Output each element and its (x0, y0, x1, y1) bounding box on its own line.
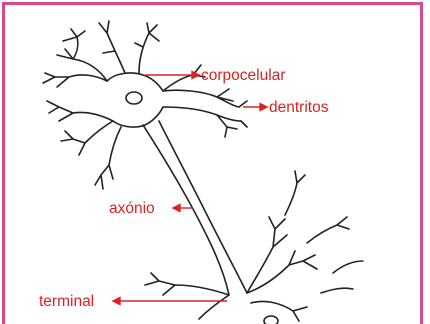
arrow-terminal-head (113, 298, 120, 305)
diagram-frame: corpocelular dentritos axónio terminal (2, 2, 423, 324)
label-axonio: axónio (109, 200, 155, 217)
neuron-diagram: corpocelular dentritos axónio terminal (5, 5, 423, 324)
label-dendritos: dentritos (269, 99, 329, 116)
label-corpo-celular: corpocelular (201, 67, 285, 84)
axon (143, 121, 247, 295)
dendrite-left (47, 101, 113, 155)
axon-terminal (145, 171, 363, 321)
dendrite-lower-left (95, 127, 121, 189)
label-terminal: terminal (39, 293, 94, 310)
dendrite-upper-left (43, 29, 107, 87)
nucleus (126, 92, 142, 104)
dendrite-upper-center (99, 21, 159, 73)
arrow-axonio-head (173, 205, 180, 212)
arrow-corpo-celular-head (192, 72, 199, 79)
arrow-dendritos-head (260, 104, 267, 111)
terminal-bouton (264, 316, 278, 324)
label-arrows (113, 72, 267, 305)
